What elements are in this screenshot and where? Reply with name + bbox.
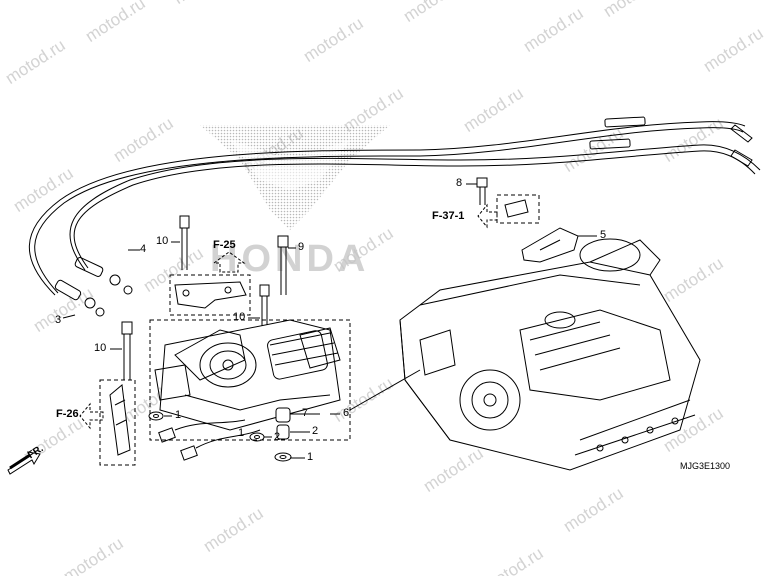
- callout-10: 10: [94, 342, 107, 354]
- callout-9: 9: [298, 241, 305, 253]
- reference-f26: F-26: [56, 408, 79, 420]
- reference-f37: F-37-1: [432, 210, 465, 222]
- callout-7: 7: [302, 407, 309, 419]
- callout-10: 10: [233, 311, 246, 323]
- washers-grommets: [148, 407, 300, 462]
- reference-arrows: [79, 203, 498, 430]
- bolt-8: [466, 177, 540, 224]
- callout-10: 10: [156, 235, 169, 247]
- callout-1: 1: [175, 409, 182, 421]
- side-bracket: [99, 379, 136, 466]
- bracket-plate: [169, 274, 251, 316]
- diagram-code: MJG3E1300: [680, 461, 731, 471]
- fr-arrow: [7, 451, 41, 475]
- callout-2: 2: [274, 431, 281, 443]
- callout-2: 2: [312, 425, 319, 437]
- callout-6: 6: [343, 407, 350, 419]
- callout-5: 5: [600, 229, 607, 241]
- callout-8: 8: [456, 177, 463, 189]
- bolt-10-lower: [110, 321, 133, 380]
- sensor-cover: [521, 227, 597, 263]
- callout-4: 4: [140, 243, 147, 255]
- callout-1: 1: [238, 427, 245, 439]
- throttle-actuator: [149, 319, 351, 461]
- bolt-9: [277, 235, 296, 295]
- callout-3: 3: [55, 314, 62, 326]
- reference-f25: F-25: [213, 239, 236, 251]
- callout-1: 1: [307, 451, 314, 463]
- cable-end-fitting: [54, 257, 133, 317]
- bolt-10-top: [171, 215, 190, 270]
- engine-block: [349, 238, 701, 471]
- leader-lines: [62, 249, 340, 459]
- throttle-cable: [28, 116, 761, 296]
